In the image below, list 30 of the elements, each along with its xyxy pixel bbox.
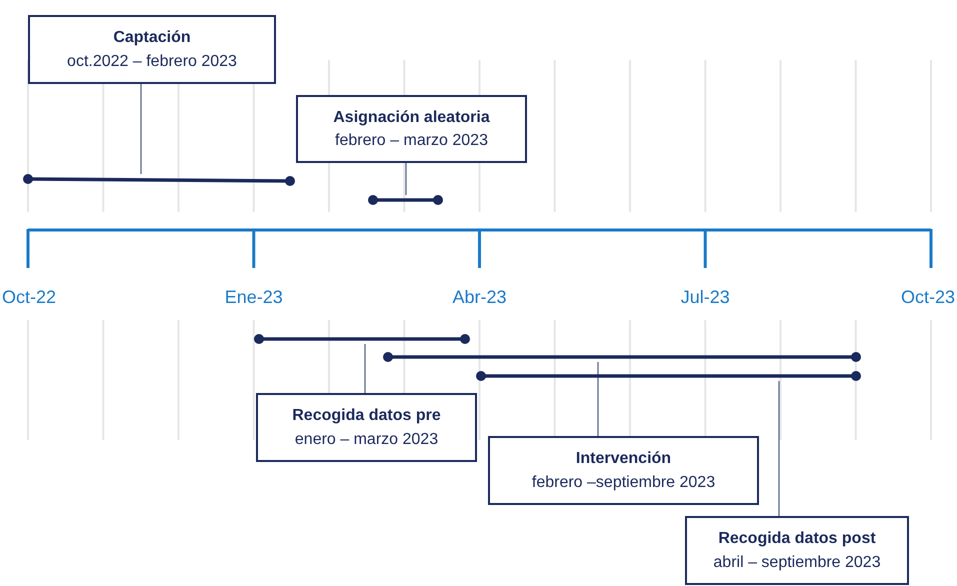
date-range: febrero –septiembre 2023 — [530, 472, 716, 492]
axis-label: Oct-23 — [901, 287, 956, 308]
date-range: enero – marzo 2023 — [294, 430, 440, 450]
date-range: oct.2022 – febrero 2023 — [66, 52, 238, 72]
leader-line — [364, 344, 366, 393]
phase-title: Captación — [112, 28, 192, 48]
leader-line — [140, 84, 142, 174]
callout-box — [28, 15, 276, 84]
axis-label: Ene-23 — [224, 287, 283, 308]
phase-title: Asignación aleatoria — [332, 108, 491, 128]
callout-box — [256, 393, 477, 462]
range-bar — [383, 352, 861, 362]
leader-line — [405, 163, 407, 195]
leader-line — [778, 381, 780, 516]
axis-label: Oct-22 — [2, 287, 56, 308]
axis-label: Abr-23 — [452, 287, 507, 308]
range-bar — [476, 371, 861, 381]
date-range: abril – septiembre 2023 — [712, 552, 882, 572]
range-bar — [368, 195, 443, 205]
callout-box — [685, 516, 909, 585]
callout-box — [488, 436, 759, 505]
callout-box — [296, 95, 527, 163]
range-bar — [254, 334, 470, 344]
phase-title: Intervención — [574, 449, 672, 470]
phase-title: Recogida datos pre — [291, 406, 442, 426]
axis-label: Jul-23 — [680, 287, 730, 308]
range-bar — [23, 174, 295, 186]
phase-title: Recogida datos post — [717, 529, 877, 550]
date-range: febrero – marzo 2023 — [334, 131, 489, 151]
leader-line — [597, 362, 599, 436]
